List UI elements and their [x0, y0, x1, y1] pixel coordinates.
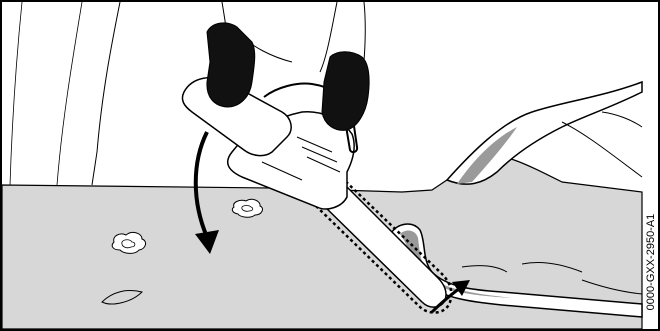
right-glove-icon — [322, 52, 369, 131]
reference-code-box: 0000-GXX-2950-A1 — [642, 192, 660, 331]
reference-code: 0000-GXX-2950-A1 — [645, 214, 657, 311]
operator-leg — [10, 2, 82, 185]
left-glove-icon — [207, 23, 255, 107]
